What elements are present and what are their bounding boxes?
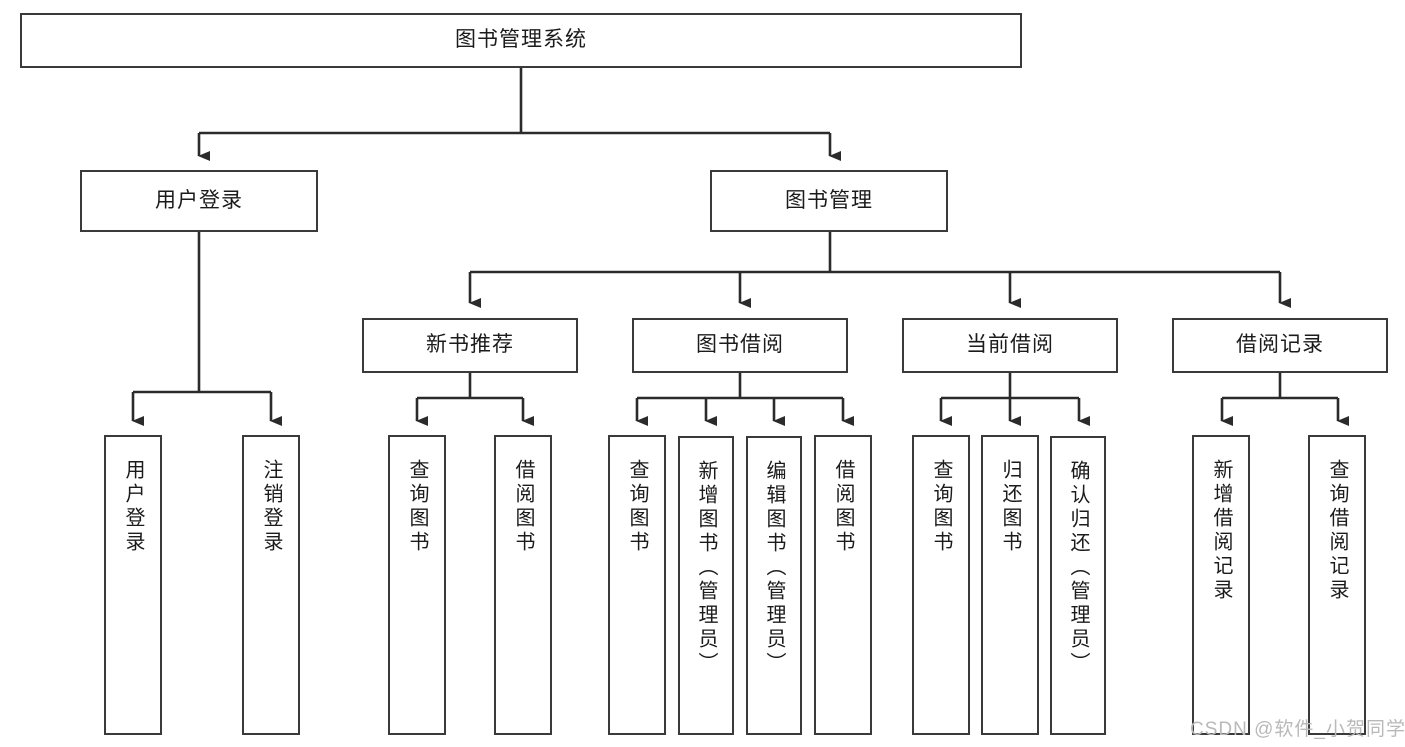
node-new-book-recommendation[interactable]: 新书推荐	[362, 318, 578, 373]
node-label: 新增图书（管理员）	[695, 460, 717, 676]
node-borrowing-records[interactable]: 借阅记录	[1172, 318, 1388, 373]
leaf-query-borrow-record[interactable]: 查询借阅记录	[1308, 435, 1366, 735]
node-root-book-management-system[interactable]: 图书管理系统	[20, 13, 1022, 68]
leaf-edit-book-admin[interactable]: 编辑图书（管理员）	[746, 436, 802, 735]
leaf-borrow-books-recommend[interactable]: 借阅图书	[494, 435, 552, 735]
leaf-query-books-borrowing[interactable]: 查询图书	[608, 435, 666, 735]
node-user-login[interactable]: 用户登录	[80, 170, 318, 232]
leaf-borrow-books-borrowing[interactable]: 借阅图书	[814, 435, 872, 735]
node-label: 图书管理	[785, 188, 873, 212]
node-book-borrowing[interactable]: 图书借阅	[632, 318, 848, 373]
node-label: 查询图书	[930, 459, 952, 555]
node-label: 借阅图书	[832, 459, 854, 555]
leaf-query-books-current[interactable]: 查询图书	[912, 435, 970, 735]
node-label: 借阅记录	[1236, 333, 1324, 357]
node-label: 新书推荐	[426, 333, 514, 357]
leaf-logout[interactable]: 注销登录	[242, 435, 300, 735]
node-label: 查询图书	[626, 459, 648, 555]
node-label: 图书借阅	[696, 333, 784, 357]
node-label: 确认归还（管理员）	[1067, 460, 1089, 676]
node-label: 用户登录	[122, 459, 144, 555]
node-label: 当前借阅	[966, 333, 1054, 357]
watermark-text: CSDN @软件_小贺同学	[1190, 719, 1405, 740]
leaf-confirm-return-admin[interactable]: 确认归还（管理员）	[1050, 436, 1106, 735]
node-label: 注销登录	[260, 459, 282, 555]
node-label: 查询借阅记录	[1326, 459, 1348, 603]
node-label: 查询图书	[406, 459, 428, 555]
node-label: 用户登录	[155, 188, 243, 212]
node-label: 图书管理系统	[455, 28, 587, 52]
node-book-management[interactable]: 图书管理	[710, 170, 948, 232]
node-current-borrowing[interactable]: 当前借阅	[902, 318, 1118, 373]
leaf-user-login[interactable]: 用户登录	[104, 435, 162, 735]
leaf-query-books-recommend[interactable]: 查询图书	[388, 435, 446, 735]
leaf-add-book-admin[interactable]: 新增图书（管理员）	[678, 436, 734, 735]
node-label: 借阅图书	[512, 459, 534, 555]
node-label: 新增借阅记录	[1210, 459, 1232, 603]
leaf-return-books[interactable]: 归还图书	[981, 435, 1039, 735]
leaf-add-borrow-record[interactable]: 新增借阅记录	[1192, 435, 1250, 735]
node-label: 归还图书	[999, 459, 1021, 555]
node-label: 编辑图书（管理员）	[763, 460, 785, 676]
